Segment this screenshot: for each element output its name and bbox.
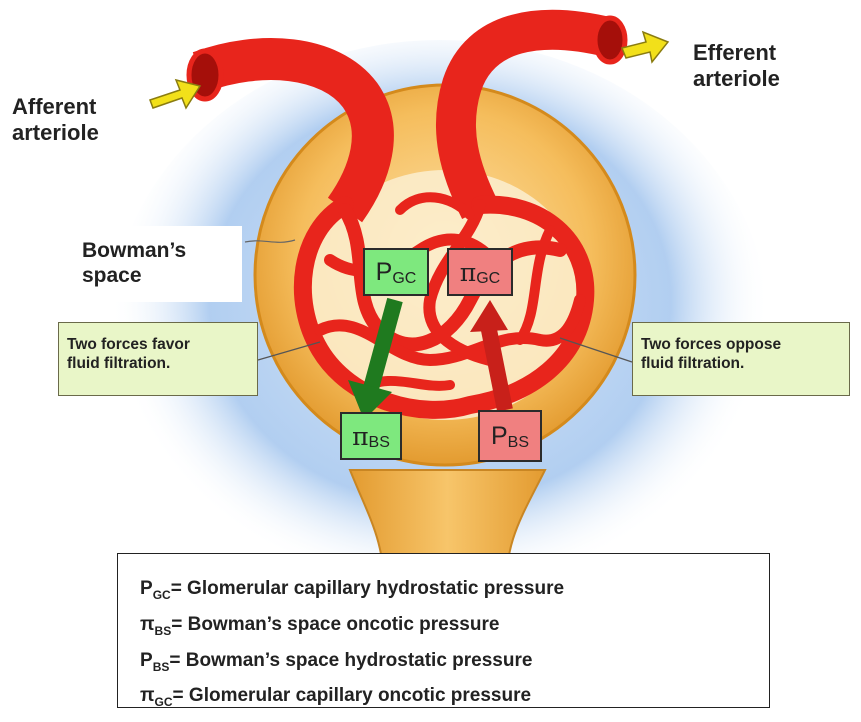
- p-bs-symbol: P: [491, 422, 508, 451]
- afferent-label: Afferent arteriole: [12, 94, 99, 146]
- legend-text: = Glomerular capillary oncotic pressure: [173, 685, 532, 706]
- legend-symbol-main: π: [140, 685, 155, 706]
- legend-symbol: PBS: [140, 646, 169, 682]
- legend-box: PGC= Glomerular capillary hydrostatic pr…: [117, 553, 770, 708]
- efferent-arteriole-opening: [595, 18, 625, 62]
- bowmans-space-label: Bowman’s space: [70, 226, 242, 302]
- legend-row-p-bs: PBS= Bowman’s space hydrostatic pressure: [140, 646, 769, 682]
- legend-symbol-main: P: [140, 650, 153, 671]
- legend-row-p-gc: PGC= Glomerular capillary hydrostatic pr…: [140, 574, 769, 610]
- bowmans-label-line1: Bowman’s: [82, 238, 242, 263]
- legend-row-pi-gc: πGC= Glomerular capillary oncotic pressu…: [140, 681, 769, 717]
- efferent-flow-arrow: [622, 32, 668, 62]
- legend-symbol-sub: BS: [155, 624, 172, 638]
- p-gc-symbol: P: [376, 258, 393, 287]
- bowmans-label-line2: space: [82, 263, 242, 288]
- pi-bs-subscript: BS: [369, 434, 390, 452]
- efferent-label-line2: arteriole: [693, 66, 780, 92]
- legend-symbol: πGC: [140, 681, 173, 717]
- favor-filtration-note: Two forces favor fluid filtration.: [58, 322, 258, 396]
- oppose-filtration-note: Two forces oppose fluid filtration.: [632, 322, 850, 396]
- favor-note-line2: fluid filtration.: [67, 354, 249, 373]
- legend-text: = Bowman’s space oncotic pressure: [171, 614, 499, 635]
- legend-symbol-main: P: [140, 578, 153, 599]
- oppose-note-line2: fluid filtration.: [641, 354, 841, 373]
- favor-note-line1: Two forces favor: [67, 335, 249, 354]
- pi-gc-subscript: GC: [476, 270, 500, 288]
- pi-gc-symbol: π: [460, 258, 476, 287]
- legend-symbol-sub: GC: [153, 588, 171, 602]
- afferent-label-line2: arteriole: [12, 120, 99, 146]
- legend-symbol-sub: GC: [155, 695, 173, 709]
- efferent-label-line1: Efferent: [693, 40, 780, 66]
- p-gc-subscript: GC: [392, 270, 416, 288]
- legend-symbol: πBS: [140, 610, 171, 646]
- afferent-flow-arrow: [150, 80, 200, 108]
- legend-symbol: PGC: [140, 574, 171, 610]
- legend-row-pi-bs: πBS= Bowman’s space oncotic pressure: [140, 610, 769, 646]
- legend-text: = Bowman’s space hydrostatic pressure: [169, 650, 532, 671]
- legend-symbol-sub: BS: [153, 659, 170, 673]
- oppose-note-line1: Two forces oppose: [641, 335, 841, 354]
- pi-bs-symbol: π: [352, 422, 368, 451]
- legend-text: = Glomerular capillary hydrostatic press…: [171, 578, 564, 599]
- afferent-label-line1: Afferent: [12, 94, 99, 120]
- efferent-label: Efferent arteriole: [693, 40, 780, 92]
- legend-symbol-main: π: [140, 614, 155, 635]
- p-bs-subscript: BS: [508, 434, 529, 452]
